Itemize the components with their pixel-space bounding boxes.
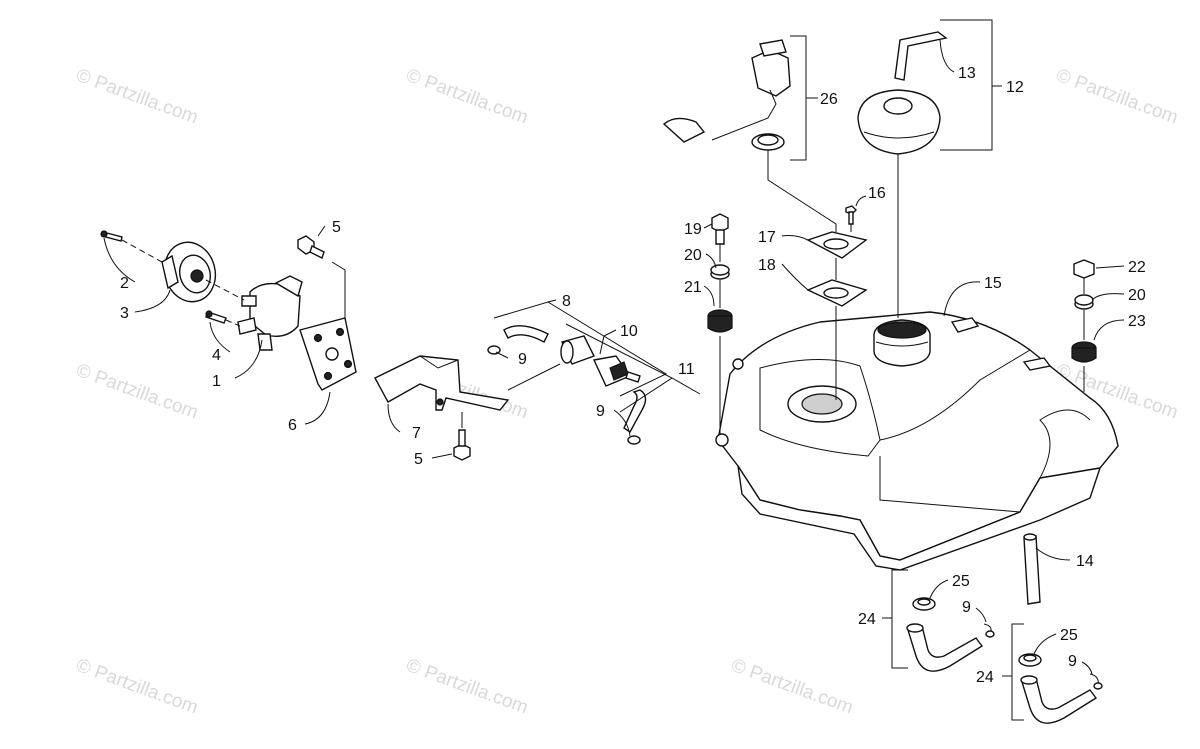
washer-20-right bbox=[1074, 294, 1094, 310]
grommet-23 bbox=[1071, 341, 1097, 363]
screw-2 bbox=[100, 230, 123, 242]
callout-5-top: 5 bbox=[332, 219, 341, 236]
hose-24-upper bbox=[906, 623, 984, 672]
callout-4: 4 bbox=[212, 347, 221, 364]
watermark: © Partzilla.com bbox=[73, 65, 200, 129]
callout-17: 17 bbox=[758, 229, 776, 246]
callout-9-upper: 9 bbox=[518, 351, 527, 368]
watermark: © Partzilla.com bbox=[728, 655, 855, 719]
callout-8: 8 bbox=[562, 293, 571, 310]
callout-11: 11 bbox=[678, 361, 695, 378]
callout-2: 2 bbox=[120, 275, 129, 292]
callout-20-right: 20 bbox=[1128, 287, 1146, 304]
diaphragm-cover-3 bbox=[161, 241, 217, 303]
fuel-tank-15 bbox=[715, 311, 1119, 571]
clamp-9-upper-right bbox=[983, 623, 995, 638]
callout-9-right-lower: 9 bbox=[1068, 653, 1077, 670]
callout-9-right-upper: 9 bbox=[962, 599, 971, 616]
callout-19: 19 bbox=[684, 221, 702, 238]
watermark: © Partzilla.com bbox=[403, 655, 530, 719]
callout-10: 10 bbox=[620, 323, 638, 340]
nut-22 bbox=[1073, 259, 1095, 279]
screw-16 bbox=[845, 205, 857, 225]
callout-26: 26 bbox=[820, 91, 838, 108]
watermark: © Partzilla.com bbox=[73, 655, 200, 719]
callout-6: 6 bbox=[288, 417, 297, 434]
clamp-9-lower bbox=[627, 435, 641, 445]
drain-tube-14 bbox=[1023, 533, 1041, 605]
callout-25-lower: 25 bbox=[1060, 627, 1078, 644]
callout-21: 21 bbox=[684, 279, 702, 296]
callout-12: 12 bbox=[1006, 79, 1024, 96]
callout-25-upper: 25 bbox=[952, 573, 970, 590]
bolt-19 bbox=[711, 213, 729, 245]
clamp-9-lower-right bbox=[1089, 673, 1103, 690]
callout-15: 15 bbox=[984, 275, 1002, 292]
bolt-5-bottom bbox=[453, 429, 471, 461]
callout-13: 13 bbox=[958, 65, 976, 82]
callout-22: 22 bbox=[1128, 259, 1146, 276]
filler-cap-12 bbox=[857, 89, 941, 155]
fuel-filter-10 bbox=[592, 355, 641, 387]
fuel-valve-1 bbox=[237, 275, 303, 351]
callout-14: 14 bbox=[1076, 553, 1094, 570]
gasket-17 bbox=[806, 231, 868, 259]
gasket-18 bbox=[806, 279, 868, 307]
callout-18: 18 bbox=[758, 257, 776, 274]
filler-neck bbox=[873, 319, 931, 367]
callout-16: 16 bbox=[868, 185, 886, 202]
grommet-21 bbox=[707, 309, 733, 333]
filter-sleeve bbox=[560, 335, 595, 365]
callout-9-lower: 9 bbox=[596, 403, 605, 420]
fuel-sending-unit-26 bbox=[662, 39, 791, 151]
bolt-5-top bbox=[297, 235, 325, 259]
callout-24-lower: 24 bbox=[976, 669, 994, 686]
hose-24-lower bbox=[1020, 675, 1098, 724]
hose-clamp-25-upper bbox=[912, 597, 936, 611]
callout-24-upper: 24 bbox=[858, 611, 876, 628]
leader-lines bbox=[103, 19, 1125, 721]
hose-clamp-25-lower bbox=[1018, 653, 1042, 667]
screw-4 bbox=[205, 310, 227, 324]
callout-3: 3 bbox=[120, 305, 129, 322]
callout-1: 1 bbox=[212, 373, 221, 390]
callout-5-bottom: 5 bbox=[414, 451, 423, 468]
washer-20-left bbox=[710, 264, 730, 280]
watermark: © Partzilla.com bbox=[1053, 65, 1180, 129]
callout-20-left: 20 bbox=[684, 247, 702, 264]
callout-labels: 1 2 3 4 5 6 7 5 8 9 10 11 9 26 13 12 16 … bbox=[120, 65, 1146, 686]
vent-hose-13 bbox=[894, 31, 948, 81]
bracket-plate-6 bbox=[299, 317, 357, 391]
callout-7: 7 bbox=[412, 425, 421, 442]
watermark: © Partzilla.com bbox=[403, 65, 530, 129]
mounting-bracket-7 bbox=[374, 355, 510, 411]
callout-23: 23 bbox=[1128, 313, 1146, 330]
watermark: © Partzilla.com bbox=[73, 360, 200, 424]
fuel-hose-upper bbox=[503, 325, 549, 343]
